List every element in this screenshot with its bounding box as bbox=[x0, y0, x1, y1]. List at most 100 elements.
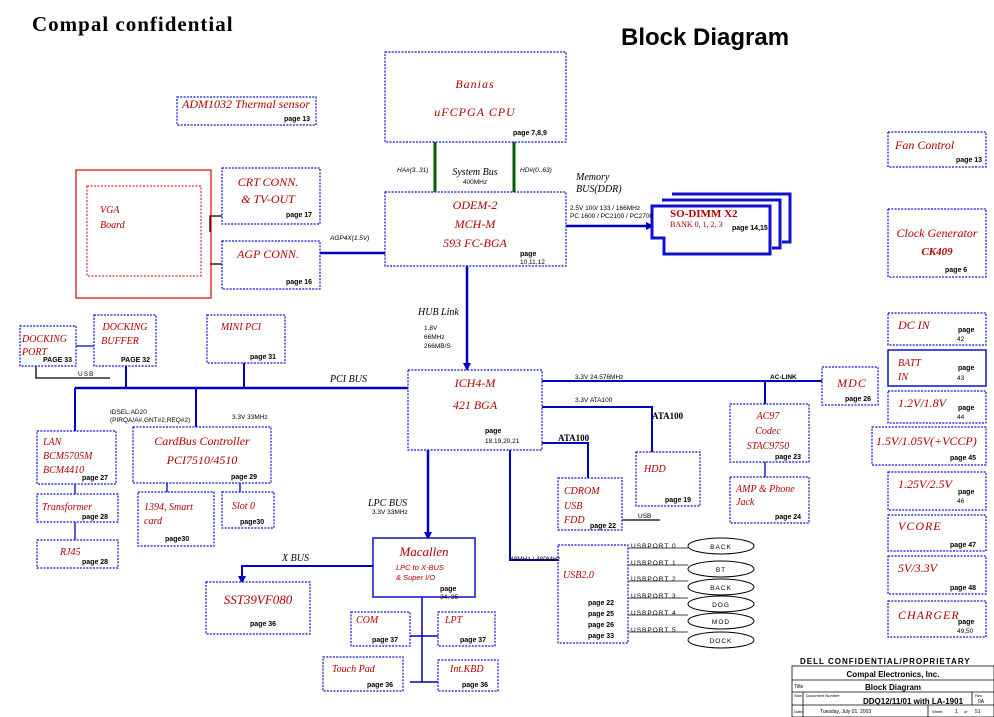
ata-speed: 3.3V ATA100 bbox=[575, 397, 613, 404]
cpu-label-2: uFCPGA CPU bbox=[434, 105, 516, 119]
title-block-rev-label: Rev bbox=[975, 693, 982, 698]
rj45-label: RJ45 bbox=[59, 547, 81, 558]
x-bus-line bbox=[238, 565, 373, 584]
vcore-page: page 47 bbox=[950, 542, 976, 549]
hub-spec-3: 266MB/S bbox=[424, 343, 451, 350]
hub-link-label: HUB Link bbox=[417, 307, 459, 318]
ich-label-2: 421 BGA bbox=[453, 398, 498, 412]
vcore-box bbox=[887, 514, 987, 552]
lpt-label: LPT bbox=[444, 615, 464, 626]
hub-spec-1: 1.8V bbox=[424, 325, 438, 332]
agp-label: AGP CONN. bbox=[236, 247, 299, 261]
amp-label-1: AMP & Phone bbox=[735, 484, 795, 495]
mch-box bbox=[384, 191, 567, 267]
docking-buffer-page: PAGE 32 bbox=[121, 357, 150, 364]
crt-vga-line bbox=[209, 215, 222, 232]
usb-device-4-label: MOD bbox=[712, 619, 730, 626]
clock-page: page 6 bbox=[945, 267, 967, 274]
usb20-page-1: page 22 bbox=[588, 600, 614, 607]
mini-pci-label: MINI PCI bbox=[220, 322, 262, 333]
dc-in-page-1: page bbox=[958, 327, 974, 334]
v5-33-page: page 48 bbox=[950, 585, 976, 592]
usb20-page-3: page 26 bbox=[588, 622, 614, 629]
title-block-size-label: Size bbox=[794, 693, 803, 698]
title-block-confidential: DELL CONFIDENTIAL/PROPRIETARY bbox=[800, 657, 971, 666]
cpu-box bbox=[384, 51, 567, 143]
kbd-label: Int.KBD bbox=[449, 664, 484, 675]
v12-18-page-2: 44 bbox=[957, 414, 965, 421]
ac97-label-2: Codec bbox=[755, 426, 781, 437]
ich-label-1: ICH4-M bbox=[454, 376, 497, 390]
cardbus-box bbox=[132, 426, 272, 484]
charger-page-2: 49,50 bbox=[957, 628, 974, 635]
cdrom-page: page 22 bbox=[590, 523, 616, 530]
mini-pci-page: page 31 bbox=[250, 354, 276, 361]
touchpad-page: page 36 bbox=[367, 682, 393, 689]
v125-25-box bbox=[887, 471, 987, 511]
agp4x-label: AGP4X(1.5V) bbox=[329, 235, 369, 242]
v125-25-label: 1.25V/2.5V bbox=[898, 477, 954, 491]
mdc-box bbox=[821, 366, 879, 406]
slot0-label: Slot 0 bbox=[232, 501, 255, 512]
confidential-title: Compal confidential bbox=[32, 12, 234, 36]
kbd-box bbox=[437, 659, 499, 692]
fan-label: Fan Control bbox=[894, 138, 955, 152]
smartcard-label-1: 1394, Smart bbox=[144, 502, 193, 513]
title-block-sheet: 1 bbox=[955, 709, 958, 715]
ich-box bbox=[407, 369, 543, 451]
usb-port-4: USBPORT 4 bbox=[631, 610, 677, 617]
vga-board-inner bbox=[86, 185, 202, 277]
thermal-page: page 13 bbox=[284, 116, 310, 123]
batt-page-1: page bbox=[958, 365, 974, 372]
agp-connector-box bbox=[221, 240, 321, 290]
cpu-page: page 7,8,9 bbox=[513, 130, 547, 137]
usb-device-1-label: BT bbox=[716, 567, 726, 574]
mch-page-2: 10,11,12 bbox=[520, 259, 545, 266]
usb-device-5-label: DOCK bbox=[710, 638, 733, 645]
batt-label-2: IN bbox=[897, 372, 909, 383]
transformer-page: page 28 bbox=[82, 514, 108, 521]
cdrom-label-2: USB bbox=[564, 501, 582, 512]
mch-label-1: ODEM-2 bbox=[453, 198, 498, 212]
v125-25-page-2: 46 bbox=[957, 498, 965, 505]
dock-usb-label: USB bbox=[78, 371, 94, 378]
system-bus-label: System Bus bbox=[452, 167, 497, 178]
touchpad-box bbox=[322, 656, 404, 692]
mdc-page: page 26 bbox=[845, 396, 871, 403]
usb20-box bbox=[557, 544, 629, 644]
sodimm-stack bbox=[650, 192, 792, 256]
hd-label: HD#(0..63) bbox=[520, 167, 552, 174]
cpu-label-1: Banias bbox=[455, 77, 494, 91]
ich-page-2: 18,19,20,21 bbox=[485, 438, 520, 445]
charger-page-1: page bbox=[958, 619, 974, 626]
diagram-title: Block Diagram bbox=[621, 24, 790, 51]
cardbus-label-2: PCI7510/4510 bbox=[166, 453, 238, 467]
dc-in-box bbox=[887, 312, 987, 346]
title-block-rev: 0A bbox=[978, 699, 985, 705]
amp-jack-box bbox=[729, 476, 810, 524]
usb-device-2 bbox=[687, 578, 755, 596]
smartcard-box bbox=[137, 491, 215, 547]
dc-in-page-2: 42 bbox=[957, 336, 965, 343]
docking-port-page: PAGE 33 bbox=[43, 357, 72, 364]
mch-label-2: MCH-M bbox=[454, 217, 497, 231]
batt-in-box bbox=[887, 349, 987, 387]
macallen-page-1: page bbox=[440, 586, 456, 593]
thermal-label: ADM1032 Thermal sensor bbox=[181, 97, 310, 111]
usb-port-0: USBPORT 0 bbox=[631, 543, 677, 550]
ac97-label-3: STAC9750 bbox=[747, 441, 790, 452]
cardbus-page: page 29 bbox=[231, 474, 257, 481]
sst-flash-box bbox=[205, 581, 311, 635]
touchpad-label: Touch Pad bbox=[332, 664, 376, 675]
transformer-box bbox=[36, 493, 119, 523]
pci-speed: 3.3V 33MHz bbox=[232, 414, 268, 421]
usb20-page-4: page 33 bbox=[588, 633, 614, 640]
title-block-company: Compal Electronics, Inc. bbox=[847, 670, 940, 679]
lpt-page: page 37 bbox=[460, 637, 486, 644]
hdd-label: HDD bbox=[643, 464, 666, 475]
v125-25-page-1: page bbox=[958, 489, 974, 496]
ha-label: HA#(3..31) bbox=[397, 167, 428, 174]
rj45-box bbox=[36, 539, 119, 569]
mdc-label: MDC bbox=[836, 376, 867, 390]
pci-bus-label: PCI BUS bbox=[329, 374, 367, 385]
